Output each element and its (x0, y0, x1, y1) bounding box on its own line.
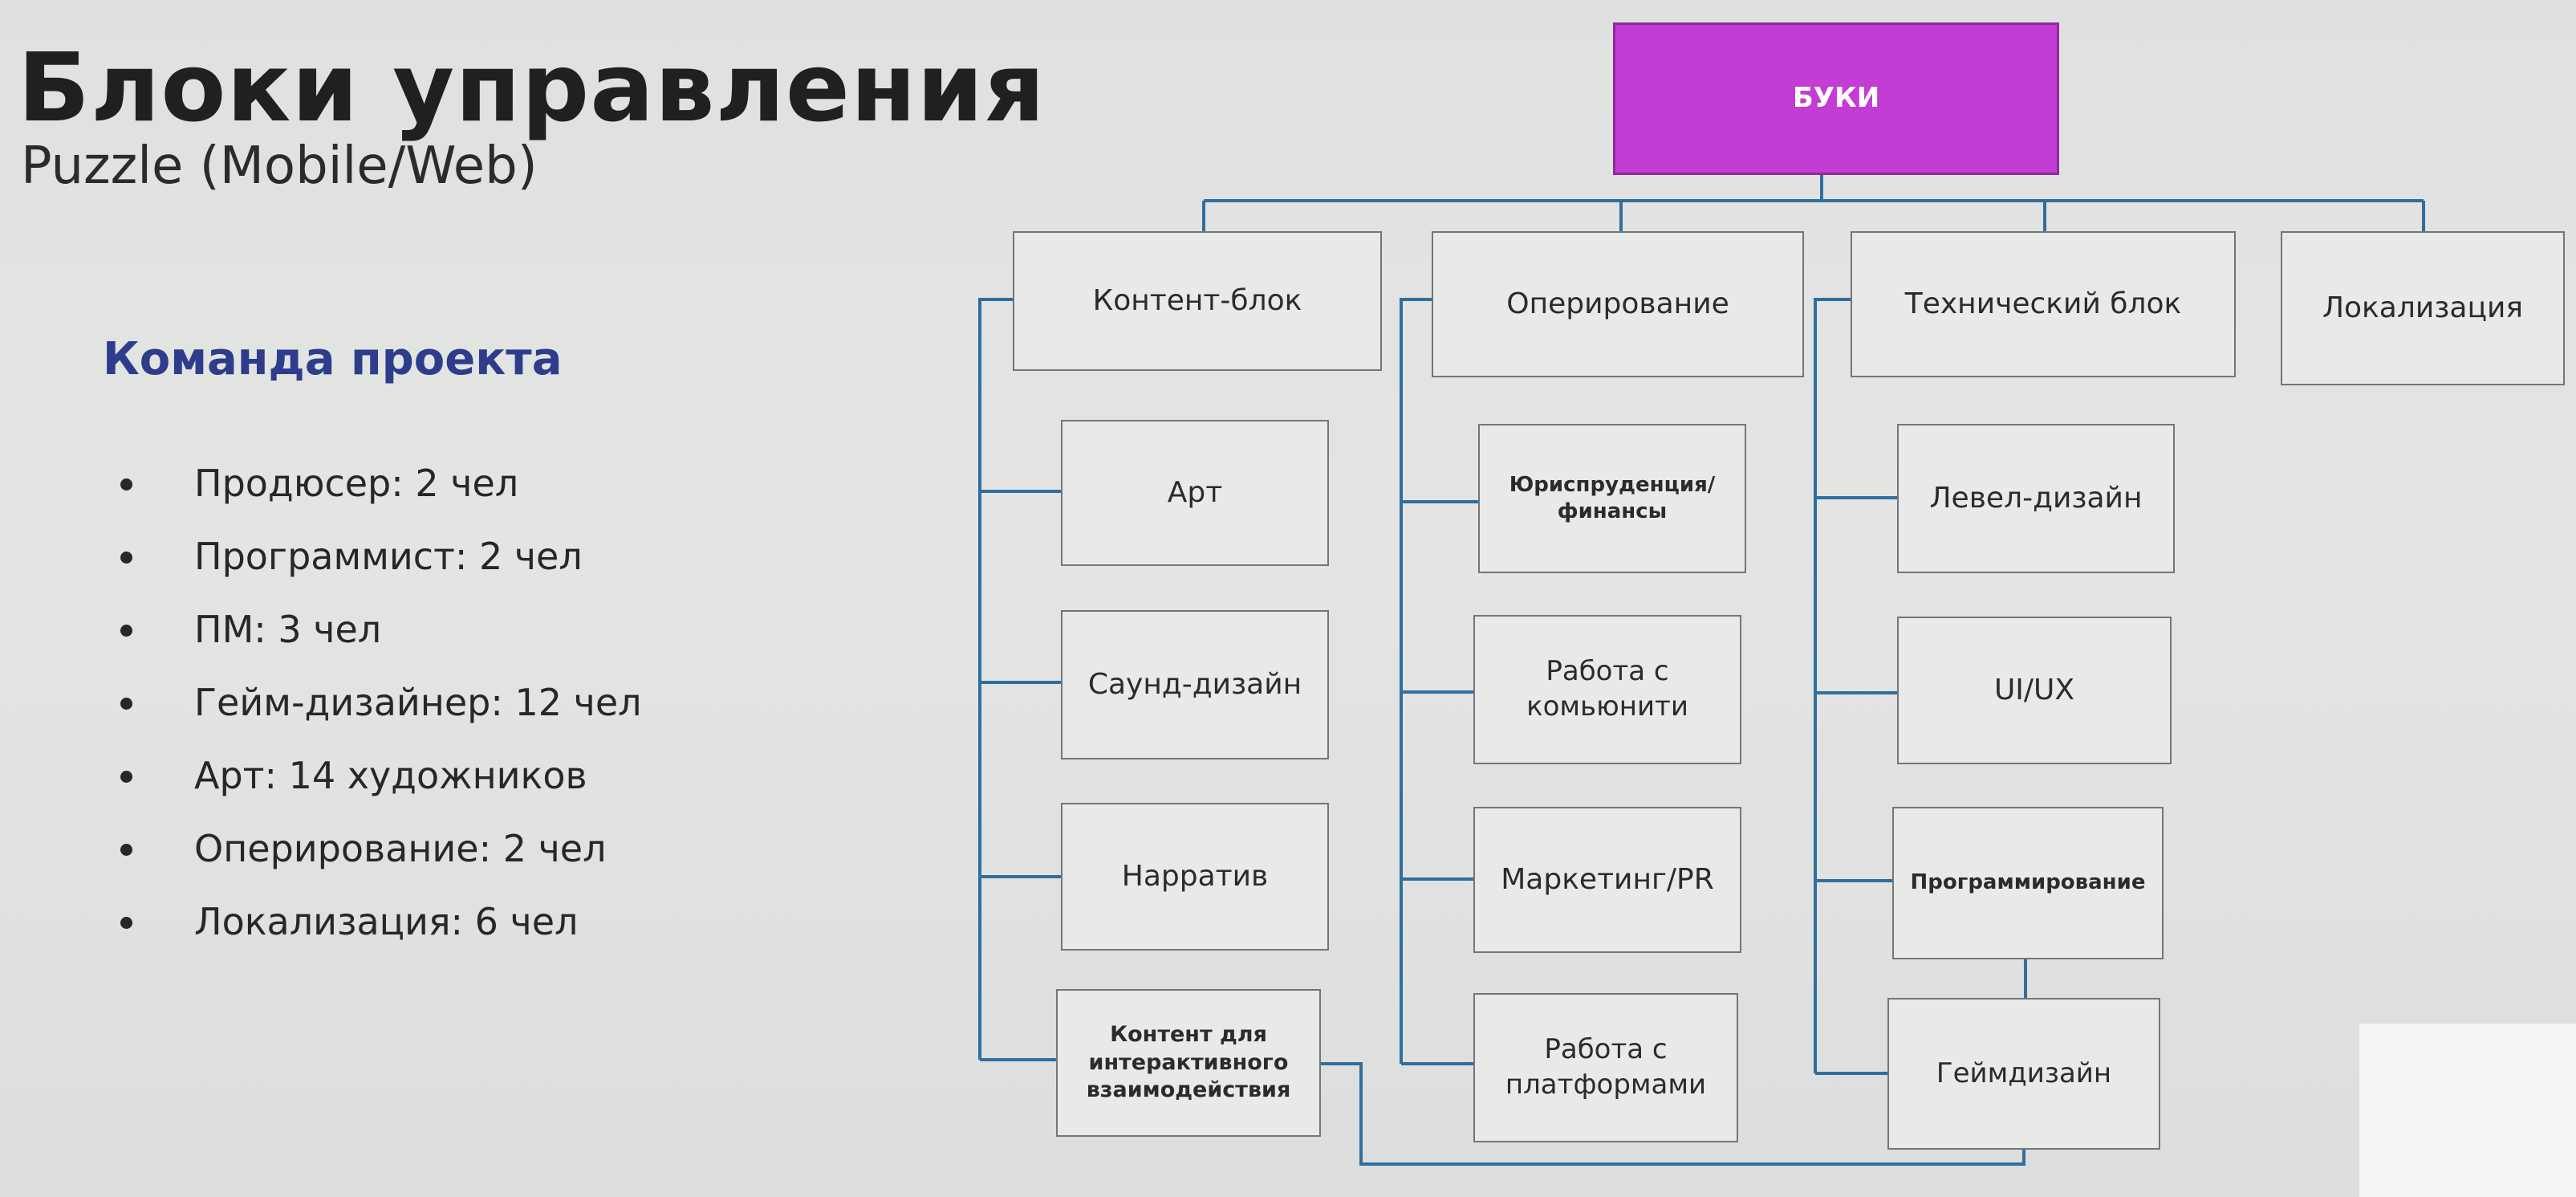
team-heading: Команда проекта (103, 333, 563, 385)
node-game-design: Геймдизайн (1887, 998, 2160, 1150)
node-level-design: Левел-дизайн (1897, 424, 2175, 573)
team-member-art: Арт: 14 художников (120, 751, 642, 824)
team-list: Продюсер: 2 чел Программист: 2 чел ПМ: 3… (120, 459, 642, 971)
team-member-operations: Оперирование: 2 чел (120, 824, 642, 898)
node-interactive-content: Контент для интерактивного взаимодействи… (1056, 989, 1321, 1137)
team-member-localization: Локализация: 6 чел (120, 898, 642, 971)
node-community: Работа с комьюнити (1473, 615, 1741, 764)
node-ui-ux: UI/UX (1897, 617, 2172, 764)
node-platforms: Работа с платформами (1473, 993, 1738, 1142)
slide-subtitle: Puzzle (Mobile/Web) (21, 136, 538, 196)
team-member-pm: ПМ: 3 чел (120, 605, 642, 678)
team-member-producer: Продюсер: 2 чел (120, 459, 642, 532)
team-member-game-designer: Гейм-дизайнер: 12 чел (120, 678, 642, 751)
node-programming: Программирование (1892, 807, 2164, 959)
background-glare (2359, 1024, 2576, 1197)
node-art: Арт (1061, 420, 1329, 566)
block-technical: Технический блок (1851, 231, 2236, 377)
team-member-programmer: Программист: 2 чел (120, 532, 642, 605)
block-operations: Оперирование (1432, 231, 1804, 377)
node-sound-design: Саунд-дизайн (1061, 610, 1329, 759)
node-legal-finance: Юриспруденция/ финансы (1478, 424, 1746, 573)
slide-title: Блоки управления (18, 32, 1046, 143)
block-localization: Локализация (2281, 231, 2565, 385)
org-root-buki: БУКИ (1613, 22, 2059, 175)
block-content: Контент-блок (1013, 231, 1382, 371)
node-marketing-pr: Маркетинг/PR (1473, 807, 1741, 953)
node-narrative: Нарратив (1061, 803, 1329, 951)
